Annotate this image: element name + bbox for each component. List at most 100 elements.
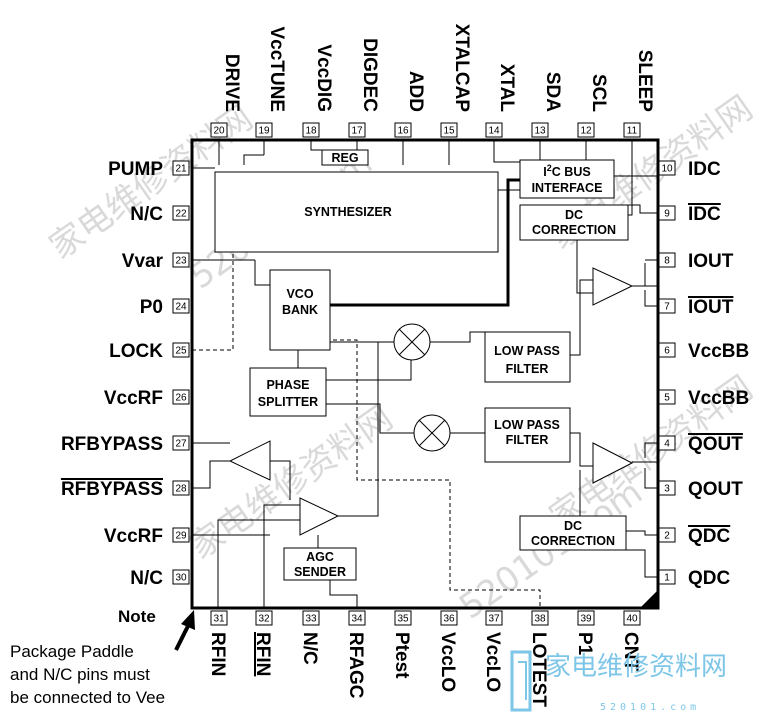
pin-number: 28 [175,484,187,495]
rf-input-amplifier [299,497,340,536]
pin-number: 1 [664,573,670,584]
watermark-text: 家电维修资料网 [182,398,400,567]
pin-number: 19 [258,126,270,137]
left-pins: 21PUMP22N/C23Vvar24P025LOCK26VccRF27RFBY… [60,159,190,589]
pin-number: 5 [664,393,670,404]
pin-name: VccDIG [313,44,334,112]
pin-number: 25 [175,346,187,357]
pin-box [172,527,190,543]
pin-box [658,252,676,268]
pin-name: SCL [588,74,609,112]
pin-number: 2 [664,531,670,542]
pin-name: DRIVE [221,54,242,112]
pin-box [485,122,503,138]
lpf-i-line1: LOW PASS [494,344,560,358]
dc-correction-i-line2: CORRECTION [532,223,616,237]
pin-name: XTAL [496,64,517,113]
pin-number: 31 [213,614,225,625]
pin-name: VccTUNE [266,26,287,112]
pin-name: DIGDEC [359,38,380,112]
pin-name: QOUT [688,434,743,455]
pin-box [577,122,595,138]
pin-name: RFAGC [345,632,366,699]
pin-name: QDC [688,526,731,547]
pin-number: 24 [175,302,187,313]
i2c-label-line1: I2C BUS [543,163,590,179]
pin-box [210,122,228,138]
pin-box [255,122,273,138]
note-line: be connected to Vee [10,688,165,707]
pin-number: 33 [305,614,317,625]
pin-name: IDC [688,204,721,225]
reg-label: REG [331,151,358,165]
lpf-q-line1: LOW PASS [494,418,560,432]
pin-name: CNT [620,632,641,671]
pin-name: RFBYPASS [61,479,163,500]
pin-box [440,610,458,626]
pin-name: IOUT [688,297,734,318]
dc-correction-q-line1: DC [564,519,582,533]
pin-name: N/C [299,632,320,665]
pin-box [658,205,676,221]
pin-name: N/C [130,204,163,225]
pin-box [577,610,595,626]
i-output-amplifier [592,267,634,306]
pin-box [623,610,641,626]
note-label: Note [118,607,156,626]
low-pass-filter-i-block: LOW PASS FILTER [484,331,571,383]
mixer-i [393,323,431,361]
pin-box [255,610,273,626]
pin-number: 27 [175,439,187,450]
pin-name: IDC [688,159,721,180]
vco-control-bus [330,178,520,307]
pin-box [172,205,190,221]
dc-correction-i-line1: DC [565,208,583,222]
pin-name: VccLO [437,632,458,692]
pin-box [623,122,641,138]
pin-box [485,610,503,626]
pin-number: 29 [175,531,187,542]
i2c-bus-interface-block: I2C BUS INTERFACE [519,159,615,199]
pin-name: QDC [688,568,731,589]
pin-box [348,122,366,138]
pin-name: VccBB [688,388,749,409]
dc-correction-i-block: DC CORRECTION [519,204,629,241]
pin-box [210,610,228,626]
note-line: and N/C pins must [10,665,150,684]
pin-number: 40 [626,614,638,625]
pin-name: LOCK [109,341,163,362]
pin-name: ADD [405,71,426,112]
pin-name: IOUT [688,251,734,272]
dc-correction-q-line2: CORRECTION [531,534,615,548]
pin-name: RFBYPASS [61,434,163,455]
pin-name: VccLO [482,632,503,692]
pin-box [172,342,190,358]
pin-box [172,435,190,451]
pin-box [658,480,676,496]
pin-name: P0 [140,297,163,318]
pin-number: 30 [175,573,187,584]
pin-number: 18 [305,126,317,137]
pin-name: Vvar [122,251,164,272]
pin-name: SDA [542,72,563,112]
bottom-pins: 31RFIN32RFIN33N/C34RFAGC35Ptest36VccLO37… [207,610,641,707]
agc-sender-line1: AGC [306,550,334,564]
pin-box [658,298,676,314]
lpf-i-line2: FILTER [506,362,549,376]
dc-correction-q-block: DC CORRECTION [519,515,627,551]
pin1-corner-marker [640,590,658,608]
pin-box [531,610,549,626]
top-pins: 20DRIVE19VccTUNE18VccDIG17DIGDEC16ADD15X… [210,24,655,138]
pin-name: XTALCAP [451,24,472,113]
pin-box [172,480,190,496]
note-line: Package Paddle [10,642,134,661]
pin-name: VccRF [104,526,163,547]
pin-box [172,160,190,176]
note-arrow-icon [174,610,195,651]
phase-splitter-line2: SPLITTER [258,395,318,409]
synthesizer-label: SYNTHESIZER [304,205,392,219]
phase-splitter-line1: PHASE [266,378,309,392]
pin-number: 32 [258,614,270,625]
